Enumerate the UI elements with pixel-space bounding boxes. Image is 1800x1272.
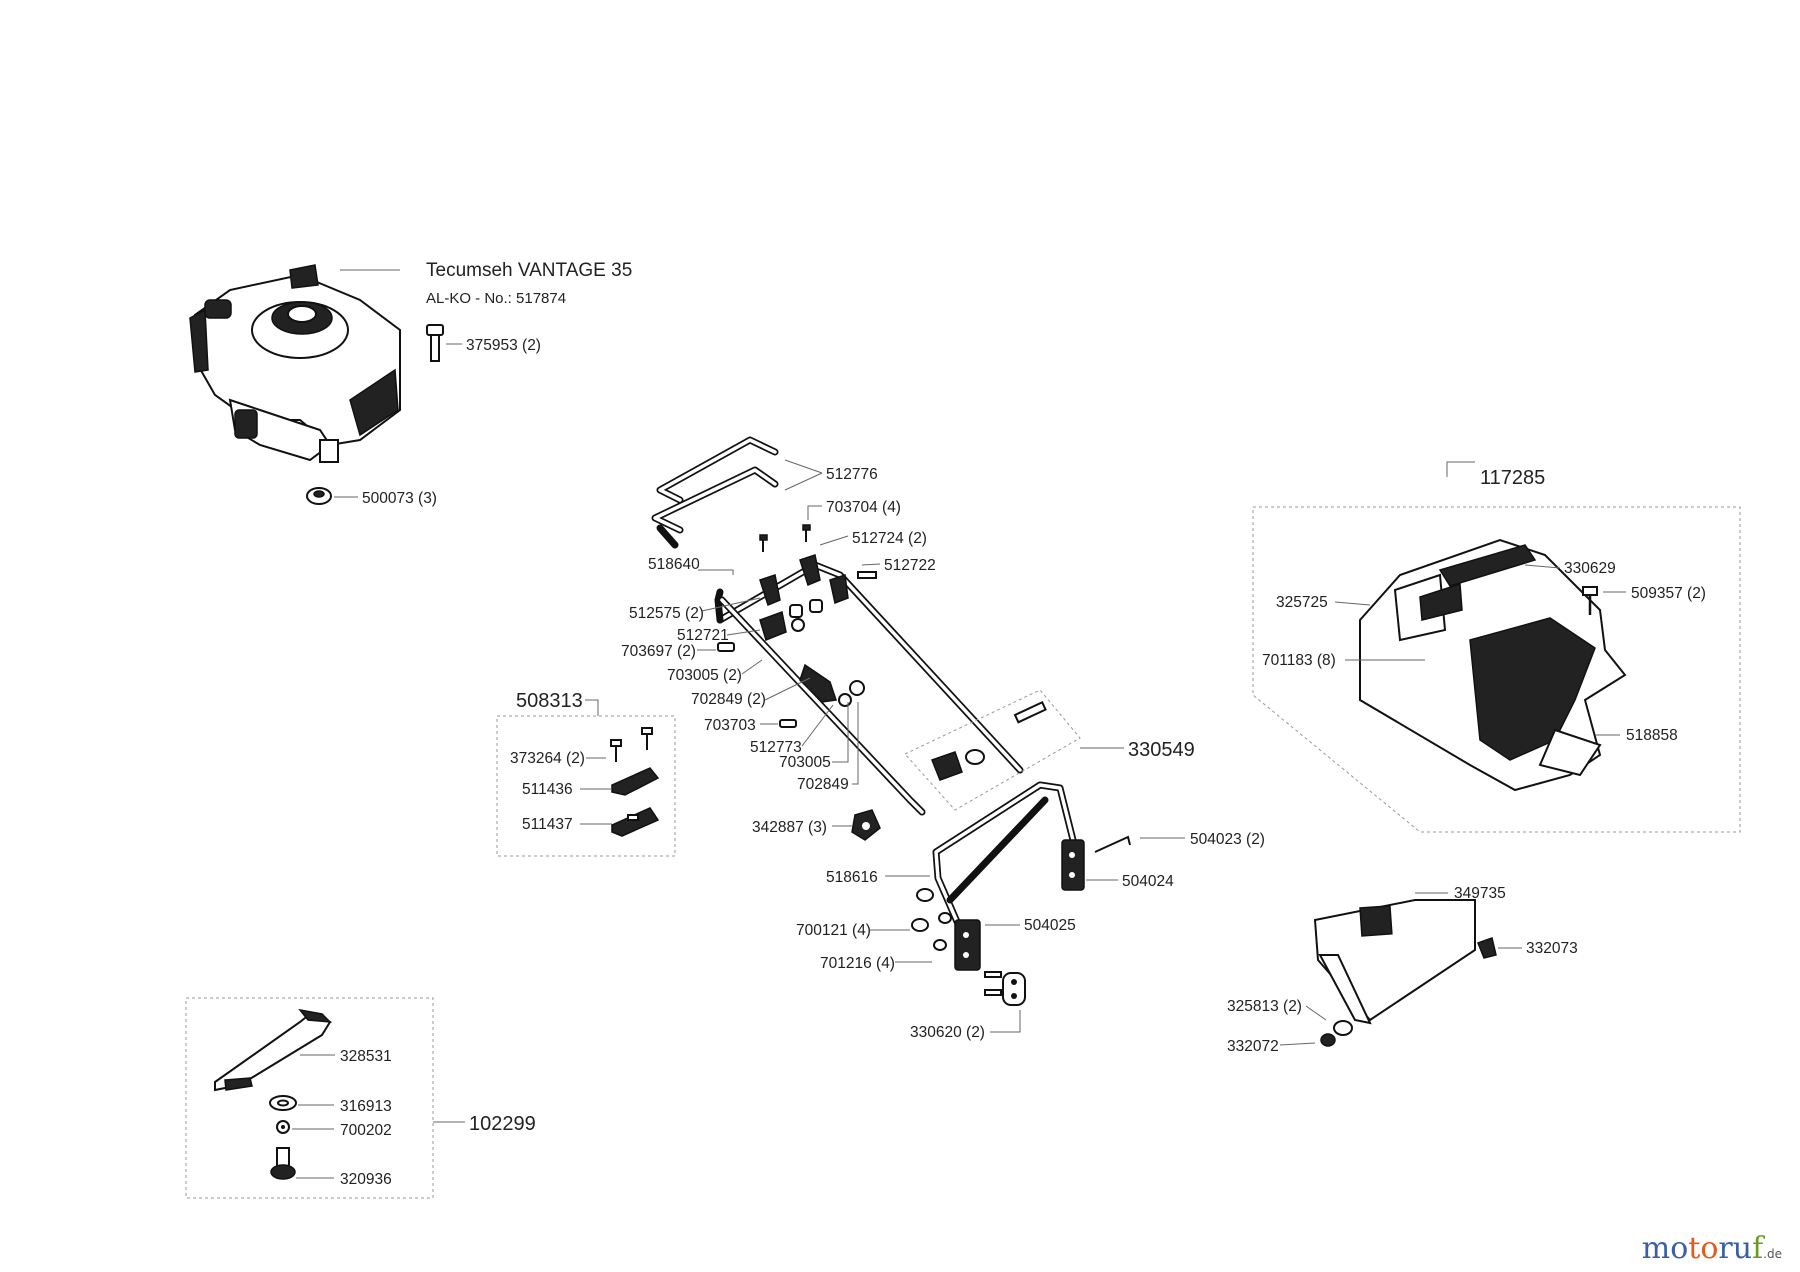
kit-frame-117285 xyxy=(1252,506,1741,833)
label-349735: 349735 xyxy=(1454,885,1506,902)
label-702849a: 702849 (2) xyxy=(691,691,766,708)
label-508313: 508313 xyxy=(516,690,583,712)
label-512575: 512575 (2) xyxy=(629,605,704,622)
label-512776: 512776 xyxy=(826,466,878,483)
label-504025: 504025 xyxy=(1024,917,1076,934)
label-375953: 375953 (2) xyxy=(466,337,541,354)
label-511437: 511437 xyxy=(522,816,573,833)
handle-lower-518616 xyxy=(932,781,1085,971)
label-330629: 330629 xyxy=(1564,560,1616,577)
label-703703: 703703 xyxy=(704,717,756,734)
label-325725: 325725 xyxy=(1276,594,1328,611)
label-325813: 325813 (2) xyxy=(1227,998,1302,1015)
label-320936: 320936 xyxy=(340,1171,392,1188)
screw-512722 xyxy=(857,571,877,579)
label-332072: 332072 xyxy=(1227,1038,1279,1055)
nut-342887 xyxy=(851,809,881,841)
label-511436: 511436 xyxy=(522,781,573,798)
label-700202: 700202 xyxy=(340,1122,392,1139)
label-117285: 117285 xyxy=(1480,467,1545,489)
kit-330549-parts xyxy=(931,700,1047,781)
blade-328531 xyxy=(214,1008,332,1092)
rear-flap-349735 xyxy=(1313,899,1476,1025)
label-512724: 512724 (2) xyxy=(852,530,927,547)
label-512773: 512773 xyxy=(750,739,802,756)
label-342887: 342887 (3) xyxy=(752,819,827,836)
label-509357: 509357 (2) xyxy=(1631,585,1706,602)
label-332073: 332073 xyxy=(1526,940,1578,957)
engine-title: Tecumseh VANTAGE 35 xyxy=(426,260,632,281)
plate-330620 xyxy=(984,971,1026,1006)
label-700121: 700121 (4) xyxy=(796,922,871,939)
label-703005a: 703005 (2) xyxy=(667,667,742,684)
label-702849b: 702849 xyxy=(797,776,849,793)
spring-325813 xyxy=(1320,1020,1353,1047)
label-330549: 330549 xyxy=(1128,739,1195,761)
bolt-320936 xyxy=(270,1147,296,1180)
screw-703703 xyxy=(779,719,797,728)
brand-logo: motoruf.de xyxy=(1641,1231,1782,1266)
screw-703697 xyxy=(717,642,735,652)
knob-700121 xyxy=(911,888,952,951)
label-373264: 373264 (2) xyxy=(510,750,585,767)
washer-316913 xyxy=(269,1095,297,1111)
kit-frame-508313 xyxy=(496,715,676,857)
lever-702849 xyxy=(799,663,865,707)
clip-511436 xyxy=(611,767,660,796)
engine-subtitle: AL-KO - No.: 517874 xyxy=(426,290,566,307)
lever-housing-512575 xyxy=(759,554,849,618)
nut-500073 xyxy=(306,487,332,505)
label-504024: 504024 xyxy=(1122,873,1174,890)
clip-511437 xyxy=(611,807,660,837)
label-703005b: 703005 xyxy=(779,754,831,771)
label-703697: 703697 (2) xyxy=(621,643,696,660)
label-316913: 316913 xyxy=(340,1098,392,1115)
label-701216: 701216 (4) xyxy=(820,955,895,972)
label-701183: 701183 (8) xyxy=(1262,652,1336,669)
grass-catcher xyxy=(1359,538,1627,792)
kit-frame-102299 xyxy=(185,997,434,1199)
cable-clip-512776 xyxy=(651,436,779,549)
label-703704: 703704 (4) xyxy=(826,499,901,516)
label-512721: 512721 xyxy=(677,627,729,644)
label-504023: 504023 (2) xyxy=(1190,831,1265,848)
screw-509357 xyxy=(1582,586,1598,615)
label-328531: 328531 xyxy=(340,1048,392,1065)
bolt-375953 xyxy=(426,324,444,362)
handle-upper-518640 xyxy=(714,561,1024,816)
kit-frame-330549 xyxy=(904,689,1081,811)
label-512722: 512722 xyxy=(884,557,936,574)
label-518640: 518640 xyxy=(648,556,700,573)
pin-504023 xyxy=(1094,835,1131,853)
screw-373264 xyxy=(610,727,653,762)
knob-512721 xyxy=(759,610,805,642)
lock-washer-700202 xyxy=(276,1120,290,1134)
label-518616: 518616 xyxy=(826,869,878,886)
screw-703704 xyxy=(759,524,811,552)
engine-assembly xyxy=(189,264,401,463)
label-330620: 330620 (2) xyxy=(910,1024,985,1041)
label-102299: 102299 xyxy=(469,1113,536,1135)
clip-332073 xyxy=(1477,937,1497,959)
label-518858: 518858 xyxy=(1626,727,1678,744)
label-500073: 500073 (3) xyxy=(362,490,437,507)
